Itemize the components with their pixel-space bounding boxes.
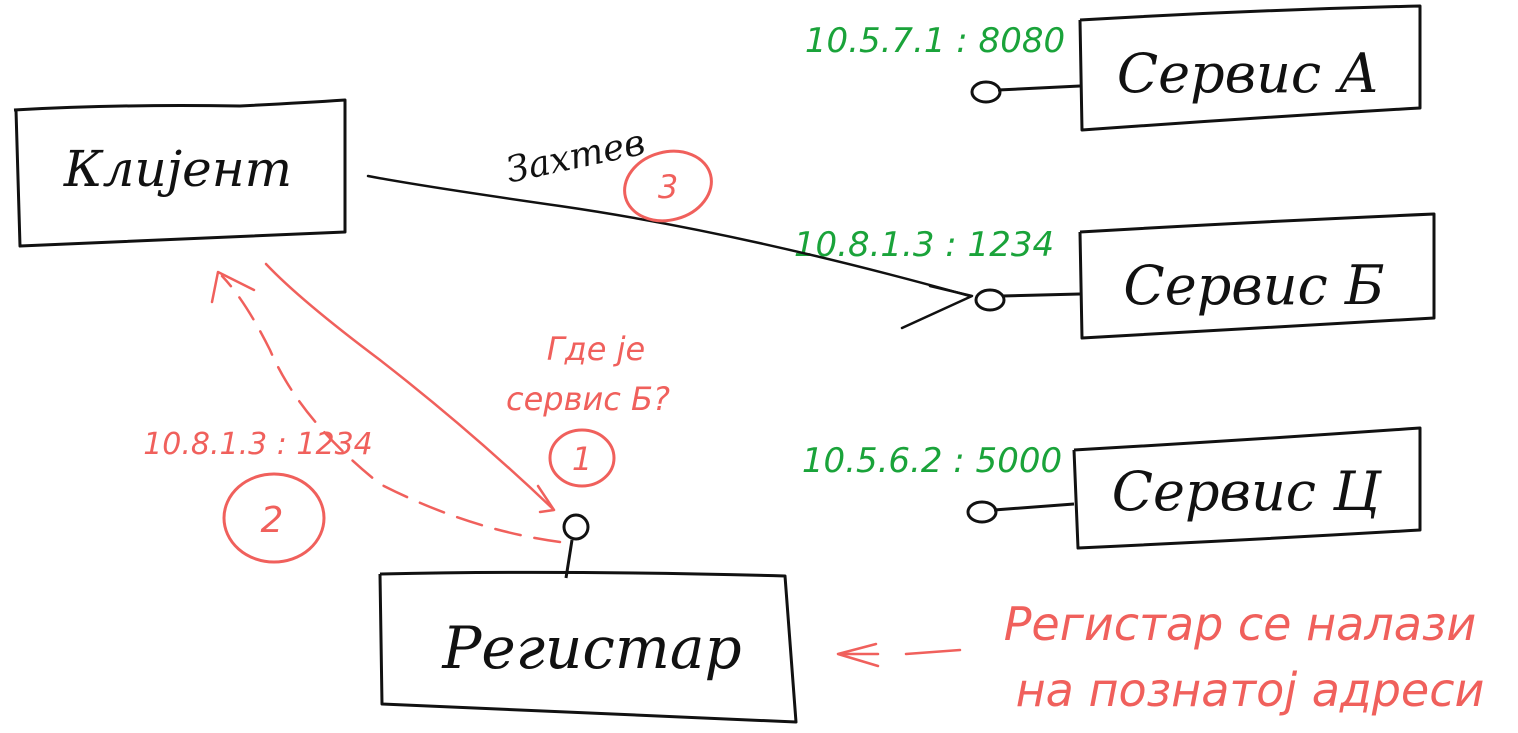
response-arrow: 10.8.1.3 : 1234 2 xyxy=(143,270,562,564)
service-a-address: 10.5.7.1 : 8080 xyxy=(805,21,1065,61)
query-line-1: Где је xyxy=(547,330,645,368)
service-b-address: 10.8.1.3 : 1234 xyxy=(794,225,1054,265)
service-a-label: Сервис А xyxy=(1117,42,1379,105)
service-c-port xyxy=(966,500,998,524)
service-a-node: Сервис А 10.5.7.1 : 8080 xyxy=(805,4,1422,132)
client-label: Клијент xyxy=(63,140,292,198)
client-node: Клијент xyxy=(13,98,347,248)
registry-node: Регистар xyxy=(378,513,798,724)
step-3-marker xyxy=(623,149,713,223)
service-a-port xyxy=(970,80,1002,104)
service-b-port-stem xyxy=(1001,292,1081,298)
registry-note: Регистар се налази на познатој адреси xyxy=(836,597,1485,717)
step-3-label: 3 xyxy=(658,168,678,206)
service-b-node: Сервис Б 10.8.1.3 : 1234 xyxy=(794,212,1436,340)
step-2-marker xyxy=(222,472,326,564)
response-address: 10.8.1.3 : 1234 xyxy=(143,427,373,462)
query-arrow: Где је сервис Б? 1 xyxy=(264,262,670,514)
service-b-label: Сервис Б xyxy=(1123,254,1384,317)
query-line-2: сервис Б? xyxy=(506,380,670,418)
note-line-1: Регистар се налази xyxy=(1004,597,1477,651)
registry-label: Регистар xyxy=(441,614,741,682)
service-c-address: 10.5.6.2 : 5000 xyxy=(802,441,1062,481)
registry-port xyxy=(562,513,590,541)
service-c-port-stem xyxy=(993,502,1075,512)
step-2-label: 2 xyxy=(261,500,284,541)
registry-port-stem xyxy=(564,539,574,579)
step-1-marker xyxy=(548,428,616,488)
service-c-node: Сервис Ц 10.5.6.2 : 5000 xyxy=(802,426,1422,550)
service-b-port xyxy=(974,288,1006,312)
note-line-2: на познатој адреси xyxy=(1016,663,1485,717)
note-arrow-head xyxy=(836,642,880,668)
service-c-label: Сервис Ц xyxy=(1112,460,1382,523)
step-1-label: 1 xyxy=(572,440,592,478)
service-a-port-stem xyxy=(997,84,1081,92)
